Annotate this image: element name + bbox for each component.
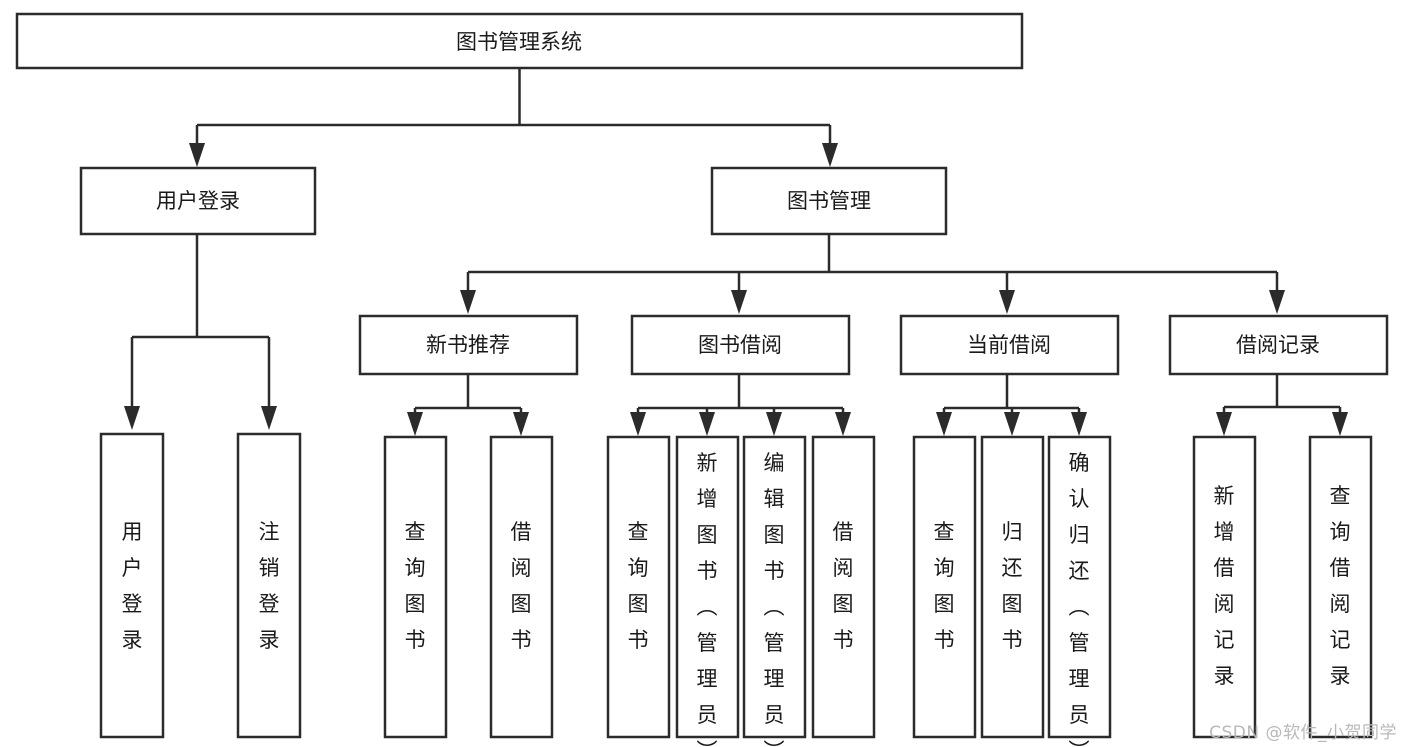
node-leaf-add-book-box[interactable] bbox=[675, 435, 740, 739]
node-leaf-edit-book-label: 编辑图书︵管理员︶ bbox=[764, 451, 785, 747]
arrow-to-leaf-query-record bbox=[1332, 412, 1348, 436]
arrow-to-leaf-query-book-3 bbox=[936, 412, 952, 436]
arrow-to-borrow-record bbox=[1269, 290, 1285, 314]
node-current-borrow-label: 当前借阅 bbox=[967, 333, 1051, 357]
node-borrow-record-label: 借阅记录 bbox=[1236, 333, 1320, 357]
node-current-borrow[interactable]: 当前借阅 bbox=[899, 314, 1120, 376]
node-leaf-logout-box[interactable] bbox=[236, 432, 302, 739]
node-leaf-return-book-box[interactable] bbox=[980, 435, 1045, 739]
node-leaf-add-record-label: 新增借阅记录 bbox=[1214, 484, 1235, 688]
arrow-to-leaf-logout bbox=[261, 406, 277, 430]
node-book-manage-label: 图书管理 bbox=[787, 189, 871, 213]
node-leaf-borrow-book-2-label: 借阅图书 bbox=[833, 520, 854, 652]
arrow-to-current-borrow bbox=[999, 290, 1015, 314]
arrow-to-book-borrow bbox=[731, 290, 747, 314]
node-book-borrow-box[interactable] bbox=[630, 314, 851, 376]
node-leaf-add-record[interactable]: 新增借阅记录 bbox=[1192, 435, 1257, 739]
arrow-to-book-manage bbox=[822, 143, 838, 167]
node-leaf-query-book-2[interactable]: 查询图书 bbox=[606, 435, 671, 739]
node-leaf-logout-label: 注销登录 bbox=[259, 520, 280, 652]
node-leaf-query-book-3[interactable]: 查询图书 bbox=[912, 435, 977, 739]
node-leaf-add-book-label: 新增图书︵管理员︶ bbox=[697, 451, 718, 747]
node-leaf-borrow-book-2[interactable]: 借阅图书 bbox=[811, 435, 876, 739]
node-book-borrow-label: 图书借阅 bbox=[698, 333, 782, 357]
node-user-login-box[interactable] bbox=[79, 166, 317, 236]
node-leaf-borrow-book-1-label: 借阅图书 bbox=[511, 520, 532, 652]
arrow-to-leaf-add-book bbox=[699, 412, 715, 436]
arrow-to-leaf-edit-book bbox=[766, 412, 782, 436]
node-new-book-recommend-box[interactable] bbox=[358, 314, 579, 376]
arrow-to-leaf-query-book-2 bbox=[630, 412, 646, 436]
arrow-to-leaf-query-book-1 bbox=[407, 412, 423, 436]
node-leaf-add-book[interactable]: 新增图书︵管理员︶ bbox=[675, 435, 740, 747]
node-user-login[interactable]: 用户登录 bbox=[79, 166, 317, 236]
arrow-to-leaf-confirm-return bbox=[1071, 412, 1087, 436]
node-leaf-query-book-3-box[interactable] bbox=[912, 435, 977, 739]
arrow-to-leaf-return-book bbox=[1004, 412, 1020, 436]
node-current-borrow-box[interactable] bbox=[899, 314, 1120, 376]
connector-group-book-borrow bbox=[630, 374, 851, 436]
node-leaf-borrow-book-1-box[interactable] bbox=[489, 435, 554, 739]
node-book-borrow[interactable]: 图书借阅 bbox=[630, 314, 851, 376]
node-leaf-query-book-2-box[interactable] bbox=[606, 435, 671, 739]
node-leaf-user-login-label: 用户登录 bbox=[122, 520, 143, 652]
connector-group-borrow-record bbox=[1216, 374, 1348, 436]
connector-group-root bbox=[189, 68, 838, 167]
node-new-book-recommend[interactable]: 新书推荐 bbox=[358, 314, 579, 376]
node-leaf-return-book[interactable]: 归还图书 bbox=[980, 435, 1045, 739]
node-borrow-record[interactable]: 借阅记录 bbox=[1168, 314, 1389, 376]
node-leaf-query-record-label: 查询借阅记录 bbox=[1330, 484, 1351, 688]
node-root-label: 图书管理系统 bbox=[456, 30, 582, 54]
node-leaf-edit-book-box[interactable] bbox=[742, 435, 807, 739]
node-leaf-query-book-1-label: 查询图书 bbox=[405, 520, 426, 652]
node-leaf-confirm-return-label: 确认归还︵管理员︶ bbox=[1069, 451, 1090, 747]
csdn-watermark: CSDN @软件_小贺同学 bbox=[1209, 723, 1397, 743]
node-leaf-edit-book[interactable]: 编辑图书︵管理员︶ bbox=[742, 435, 807, 747]
node-book-manage-box[interactable] bbox=[710, 166, 948, 236]
connector-group-user-login bbox=[124, 234, 277, 430]
node-leaf-query-record-box[interactable] bbox=[1308, 435, 1373, 739]
node-leaf-query-book-2-label: 查询图书 bbox=[628, 520, 649, 652]
node-leaf-query-book-1[interactable]: 查询图书 bbox=[383, 435, 448, 739]
connector-group-new-book-recommend bbox=[407, 374, 529, 436]
node-leaf-query-book-1-box[interactable] bbox=[383, 435, 448, 739]
node-leaf-borrow-book-2-box[interactable] bbox=[811, 435, 876, 739]
arrow-to-new-book-recommend bbox=[460, 290, 476, 314]
arrow-to-leaf-borrow-book-1 bbox=[513, 412, 529, 436]
node-book-manage[interactable]: 图书管理 bbox=[710, 166, 948, 236]
node-leaf-confirm-return[interactable]: 确认归还︵管理员︶ bbox=[1047, 435, 1112, 747]
node-leaf-query-record[interactable]: 查询借阅记录 bbox=[1308, 435, 1373, 739]
arrow-to-leaf-add-record bbox=[1216, 412, 1232, 436]
node-new-book-recommend-label: 新书推荐 bbox=[426, 333, 510, 357]
node-leaf-add-record-box[interactable] bbox=[1192, 435, 1257, 739]
node-leaf-logout[interactable]: 注销登录 bbox=[236, 432, 302, 739]
arrow-to-user-login bbox=[189, 143, 205, 167]
arrow-to-leaf-user-login bbox=[124, 406, 140, 430]
connector-group-book-manage bbox=[460, 234, 1285, 314]
node-leaf-user-login[interactable]: 用户登录 bbox=[99, 432, 165, 739]
node-user-login-label: 用户登录 bbox=[156, 189, 240, 213]
node-leaf-user-login-box[interactable] bbox=[99, 432, 165, 739]
arrow-to-leaf-borrow-book-2 bbox=[835, 412, 851, 436]
connector-group-current-borrow bbox=[936, 374, 1087, 436]
node-borrow-record-box[interactable] bbox=[1168, 314, 1389, 376]
node-leaf-query-book-3-label: 查询图书 bbox=[934, 520, 955, 652]
node-leaf-confirm-return-box[interactable] bbox=[1047, 435, 1112, 739]
node-leaf-return-book-label: 归还图书 bbox=[1002, 520, 1023, 652]
node-leaf-borrow-book-1[interactable]: 借阅图书 bbox=[489, 435, 554, 739]
node-root-box[interactable] bbox=[15, 12, 1024, 70]
node-root[interactable]: 图书管理系统 bbox=[15, 12, 1024, 70]
